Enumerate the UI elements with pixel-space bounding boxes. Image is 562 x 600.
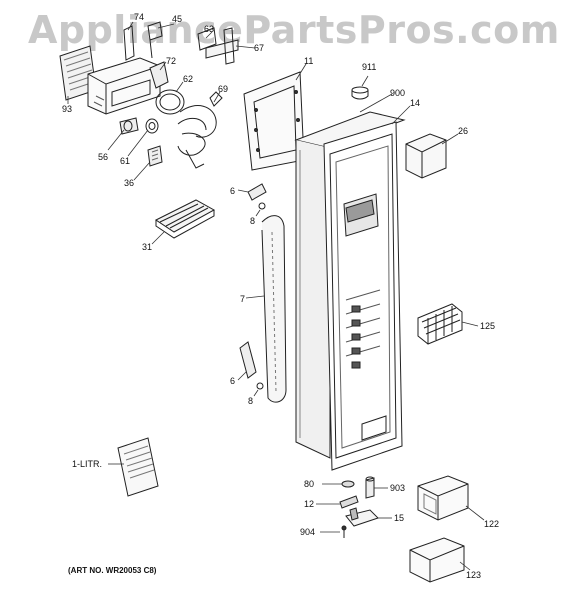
callout-26: 26 (458, 126, 469, 136)
small-parts (340, 477, 378, 538)
part-6-8-lower (240, 342, 263, 389)
callout-15: 15 (394, 513, 405, 523)
callout-56: 56 (98, 152, 109, 162)
callout-6-lower: 6 (230, 376, 236, 386)
callout-74: 74 (134, 12, 145, 22)
part-11-frame (244, 72, 304, 170)
callout-12: 12 (304, 499, 315, 509)
callout-1-litr: 1-LITR. (72, 459, 103, 469)
callout-911: 911 (362, 62, 377, 72)
callout-8-lower: 8 (248, 396, 254, 406)
part-125-shelf (418, 304, 462, 344)
callout-900: 900 (390, 88, 406, 98)
callout-36: 36 (124, 178, 135, 188)
callout-6-upper: 6 (230, 186, 236, 196)
callout-123: 123 (466, 570, 482, 580)
callout-61: 61 (120, 156, 131, 166)
callout-125: 125 (480, 321, 496, 331)
callout-122: 122 (484, 519, 500, 529)
door-liner-14 (324, 122, 402, 470)
callout-7: 7 (240, 294, 246, 304)
part-911-cap (352, 87, 368, 99)
callout-93: 93 (62, 104, 73, 114)
watermark: AppliancePartsPros.com (28, 8, 560, 52)
callout-903: 903 (390, 483, 406, 493)
callout-8-upper: 8 (250, 216, 256, 226)
door-panel-900 (296, 112, 404, 458)
callout-11: 11 (304, 56, 314, 66)
part-123-bin (410, 538, 464, 582)
part-31-tray (156, 200, 214, 238)
callout-80: 80 (304, 479, 315, 489)
art-number: (ART NO. WR20053 C8) (68, 566, 157, 575)
part-6-8-upper (248, 184, 266, 209)
callout-63: 63 (204, 24, 215, 34)
callout-31: 31 (142, 242, 153, 252)
callout-904: 904 (300, 527, 316, 537)
part-7-handle (262, 216, 286, 403)
callout-62: 62 (183, 74, 194, 84)
callout-69: 69 (218, 84, 229, 94)
literature-booklet (118, 438, 158, 496)
ice-dispenser-assembly (60, 22, 238, 168)
callout-67: 67 (254, 43, 265, 53)
callout-14: 14 (410, 98, 421, 108)
part-26-bin (406, 134, 446, 178)
callout-72: 72 (166, 56, 177, 66)
callout-45: 45 (172, 14, 183, 24)
leader-lines (68, 22, 484, 570)
part-122-bin (418, 476, 468, 520)
